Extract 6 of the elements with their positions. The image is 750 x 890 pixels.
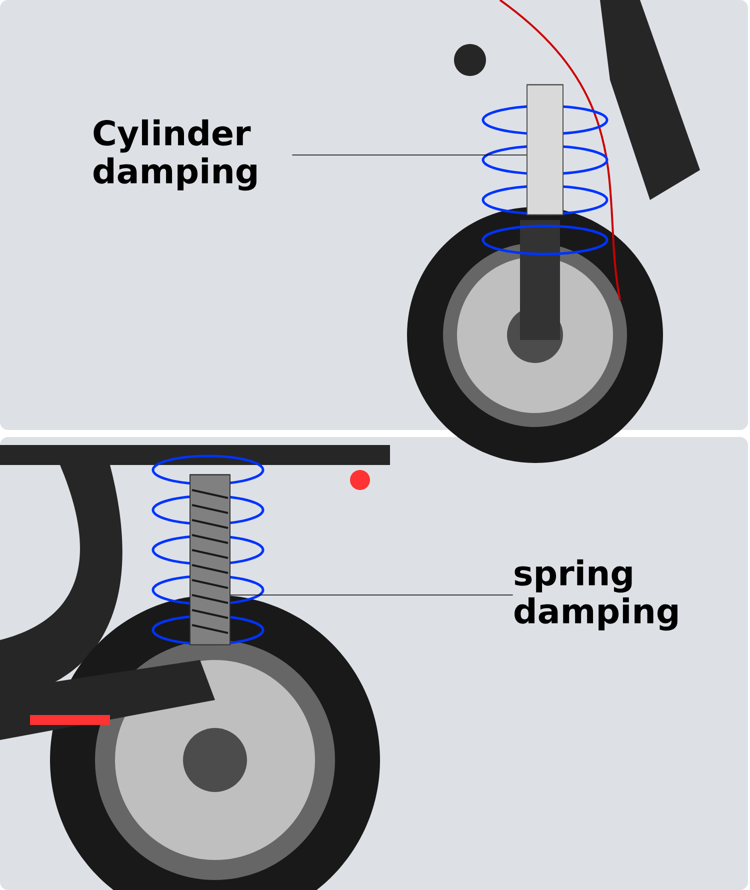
callout-label: Cylinder damping <box>94 119 256 191</box>
leader-line <box>230 594 514 596</box>
shock-absorber <box>526 84 564 216</box>
leader-line <box>292 154 527 156</box>
coil-spring <box>190 474 230 646</box>
callout-label: spring damping <box>514 559 678 631</box>
